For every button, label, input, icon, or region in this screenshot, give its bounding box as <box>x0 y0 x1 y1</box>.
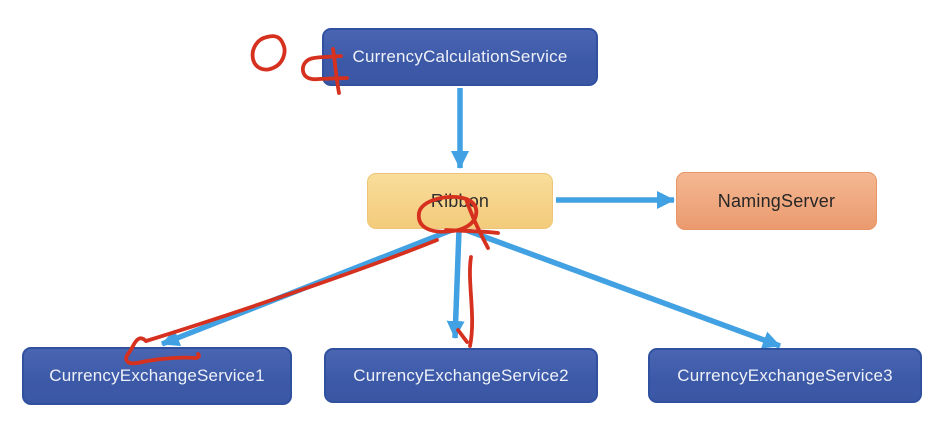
red-stroke-along-left-arrow <box>144 238 439 343</box>
red-ribbon-scribble-crossbar <box>444 228 500 235</box>
red-circle-doodle <box>250 34 287 72</box>
node-naming-server: NamingServer <box>676 172 877 230</box>
node-label: CurrencyExchangeService3 <box>677 365 893 385</box>
node-currency-exchange-service-1: CurrencyExchangeService1 <box>22 347 292 405</box>
arrow-ribbon-to-exchange1 <box>160 227 454 347</box>
node-currency-exchange-service-3: CurrencyExchangeService3 <box>648 348 922 403</box>
red-tick-on-arrowhead <box>456 328 469 344</box>
arrow-ribbon-to-exchange3 <box>465 227 781 349</box>
arrow-ribbon-to-exchange2 <box>446 229 465 339</box>
node-label: CurrencyExchangeService2 <box>353 365 569 385</box>
node-label: CurrencyCalculationService <box>352 47 568 66</box>
node-currency-calculation-service: CurrencyCalculationService <box>322 28 598 86</box>
node-currency-exchange-service-2: CurrencyExchangeService2 <box>324 348 598 403</box>
node-label: CurrencyExchangeService1 <box>49 366 265 385</box>
node-label: NamingServer <box>717 190 836 211</box>
node-label: Ribbon <box>430 190 490 211</box>
red-vertical-stroke-exchange2 <box>468 255 475 348</box>
node-ribbon: Ribbon <box>367 173 553 229</box>
